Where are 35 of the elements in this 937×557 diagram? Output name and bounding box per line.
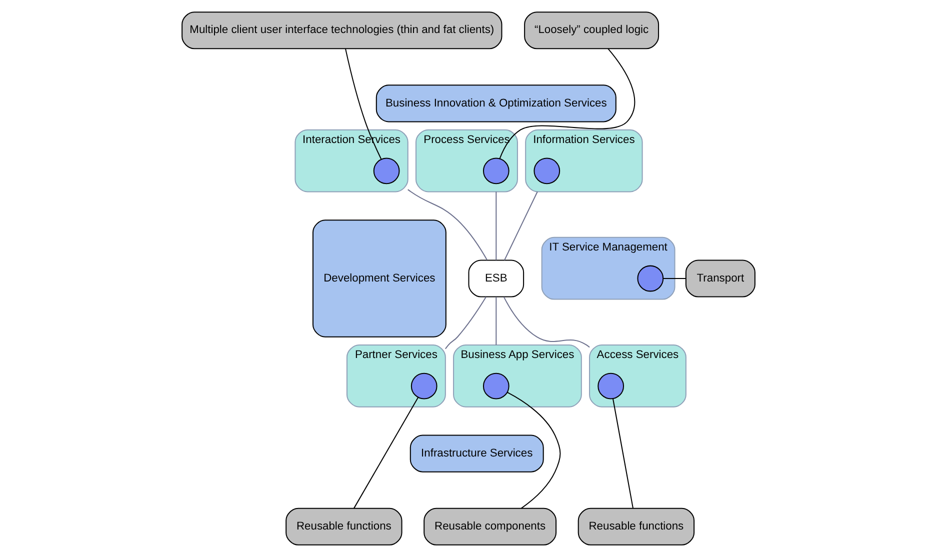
node-circle bbox=[410, 372, 438, 400]
node-box: Reusable components bbox=[424, 508, 557, 546]
node-circle bbox=[534, 158, 560, 184]
node-circle bbox=[373, 158, 400, 184]
connector bbox=[345, 48, 382, 160]
node-box: ESB bbox=[468, 260, 524, 298]
node-circle bbox=[637, 265, 664, 292]
node-box: Reusable functions bbox=[286, 508, 402, 546]
cluster: Information Services bbox=[525, 129, 643, 192]
node-circle bbox=[598, 372, 624, 400]
connector bbox=[503, 296, 590, 348]
node-box: Multiple client user interface technologies (thin and fat clients) bbox=[182, 12, 502, 50]
node-box: Business Innovation & Optimization Services bbox=[376, 84, 616, 122]
cluster: Partner Services bbox=[346, 344, 446, 408]
node-circle bbox=[482, 372, 510, 400]
connector bbox=[507, 392, 561, 509]
connector bbox=[663, 278, 686, 279]
connector bbox=[445, 296, 486, 350]
node-box: Development Services bbox=[312, 220, 446, 338]
node-box: Transport bbox=[685, 260, 756, 298]
node-box: “Loosely” coupled logic bbox=[524, 12, 660, 50]
connector bbox=[408, 189, 488, 260]
cluster: Business App Services bbox=[453, 344, 582, 408]
connector bbox=[496, 192, 497, 260]
connector bbox=[612, 398, 634, 508]
node-box: Infrastructure Services bbox=[410, 434, 544, 472]
connector bbox=[504, 192, 538, 260]
connector bbox=[499, 48, 636, 159]
node-circle bbox=[482, 158, 510, 184]
node-box: Reusable functions bbox=[578, 508, 695, 546]
cluster: IT Service Management bbox=[541, 236, 676, 300]
connector bbox=[354, 397, 418, 509]
connector bbox=[496, 296, 497, 345]
cluster: Process Services bbox=[415, 129, 518, 192]
cluster: Access Services bbox=[589, 344, 686, 408]
